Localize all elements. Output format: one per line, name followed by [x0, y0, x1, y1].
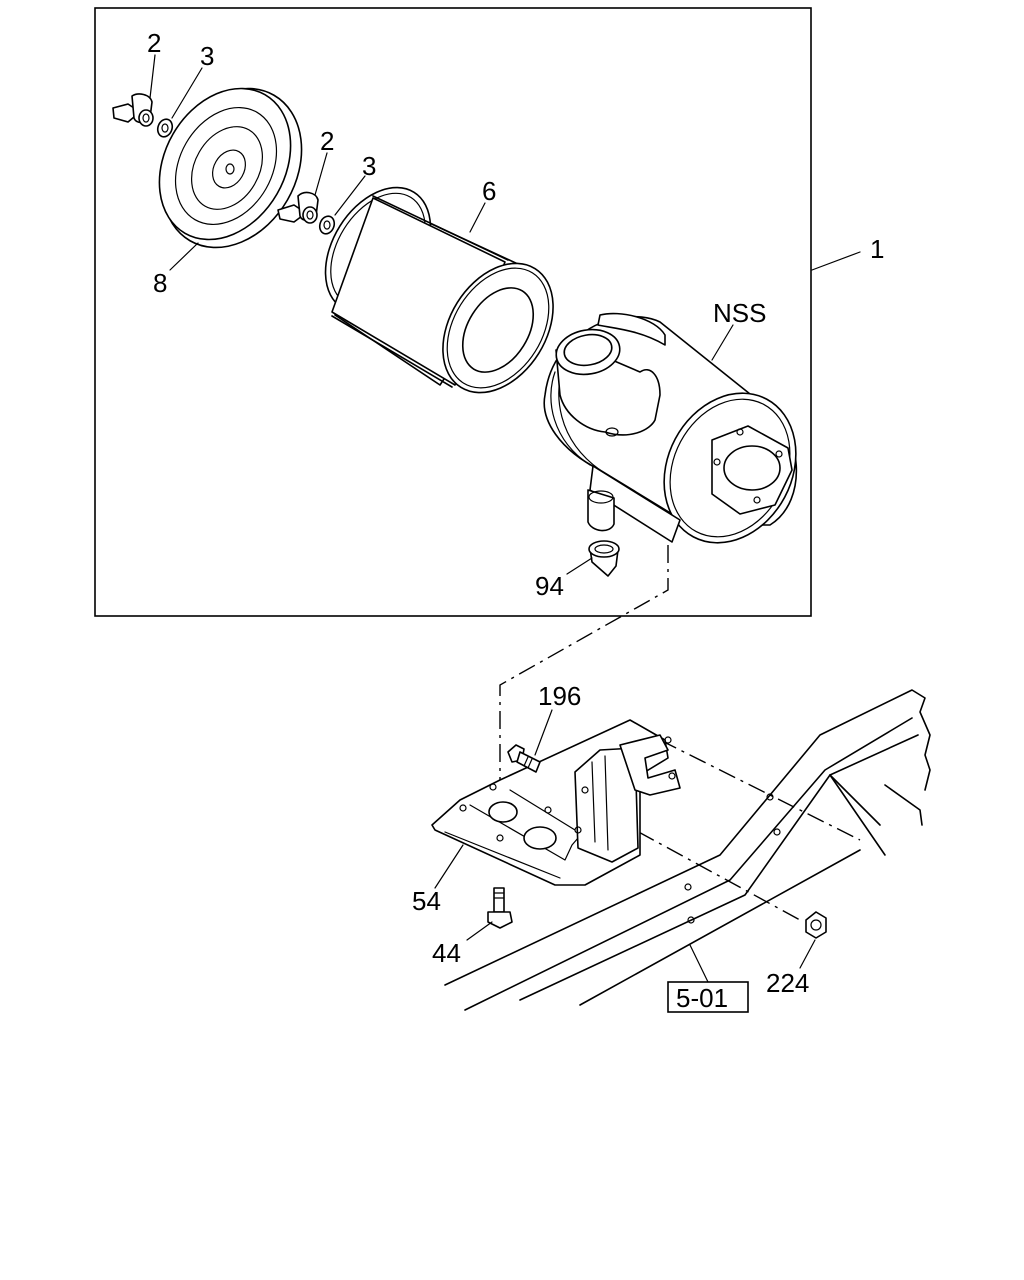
air-cleaner-cover[interactable]	[133, 63, 329, 272]
location-line	[499, 545, 669, 840]
callout-224: 224	[766, 968, 809, 998]
callout-8: 8	[153, 268, 167, 298]
callout-94: 94	[535, 571, 564, 601]
callout-3-top: 3	[200, 41, 214, 71]
bolt-196[interactable]	[507, 744, 541, 773]
frame-rail	[444, 689, 931, 1011]
bolt-location-line-upper	[659, 739, 861, 841]
wing-nut-top[interactable]	[112, 93, 154, 127]
leader-lines	[149, 54, 861, 969]
callout-6: 6	[482, 176, 496, 206]
vacuator-valve[interactable]	[588, 540, 620, 577]
callout-2-top: 2	[147, 28, 161, 58]
nut-224[interactable]	[805, 911, 827, 939]
callout-1: 1	[870, 234, 884, 264]
filter-element[interactable]	[304, 168, 576, 412]
wing-nut-mid[interactable]	[277, 191, 319, 224]
washer-mid[interactable]	[317, 214, 336, 236]
callout-3-mid: 3	[362, 151, 376, 181]
bolt-44[interactable]	[487, 887, 513, 929]
callout-196: 196	[538, 681, 581, 711]
washer-top[interactable]	[155, 117, 174, 139]
assembly-frame	[94, 7, 812, 617]
reference-label: 5-01	[676, 983, 728, 1013]
callout-nss: NSS	[713, 298, 766, 328]
callout-44: 44	[432, 938, 461, 968]
mounting-bracket[interactable]	[431, 719, 681, 886]
callout-54: 54	[412, 886, 441, 916]
reference-leader	[689, 944, 709, 983]
air-cleaner-body[interactable]	[543, 312, 821, 566]
callout-2-mid: 2	[320, 126, 334, 156]
